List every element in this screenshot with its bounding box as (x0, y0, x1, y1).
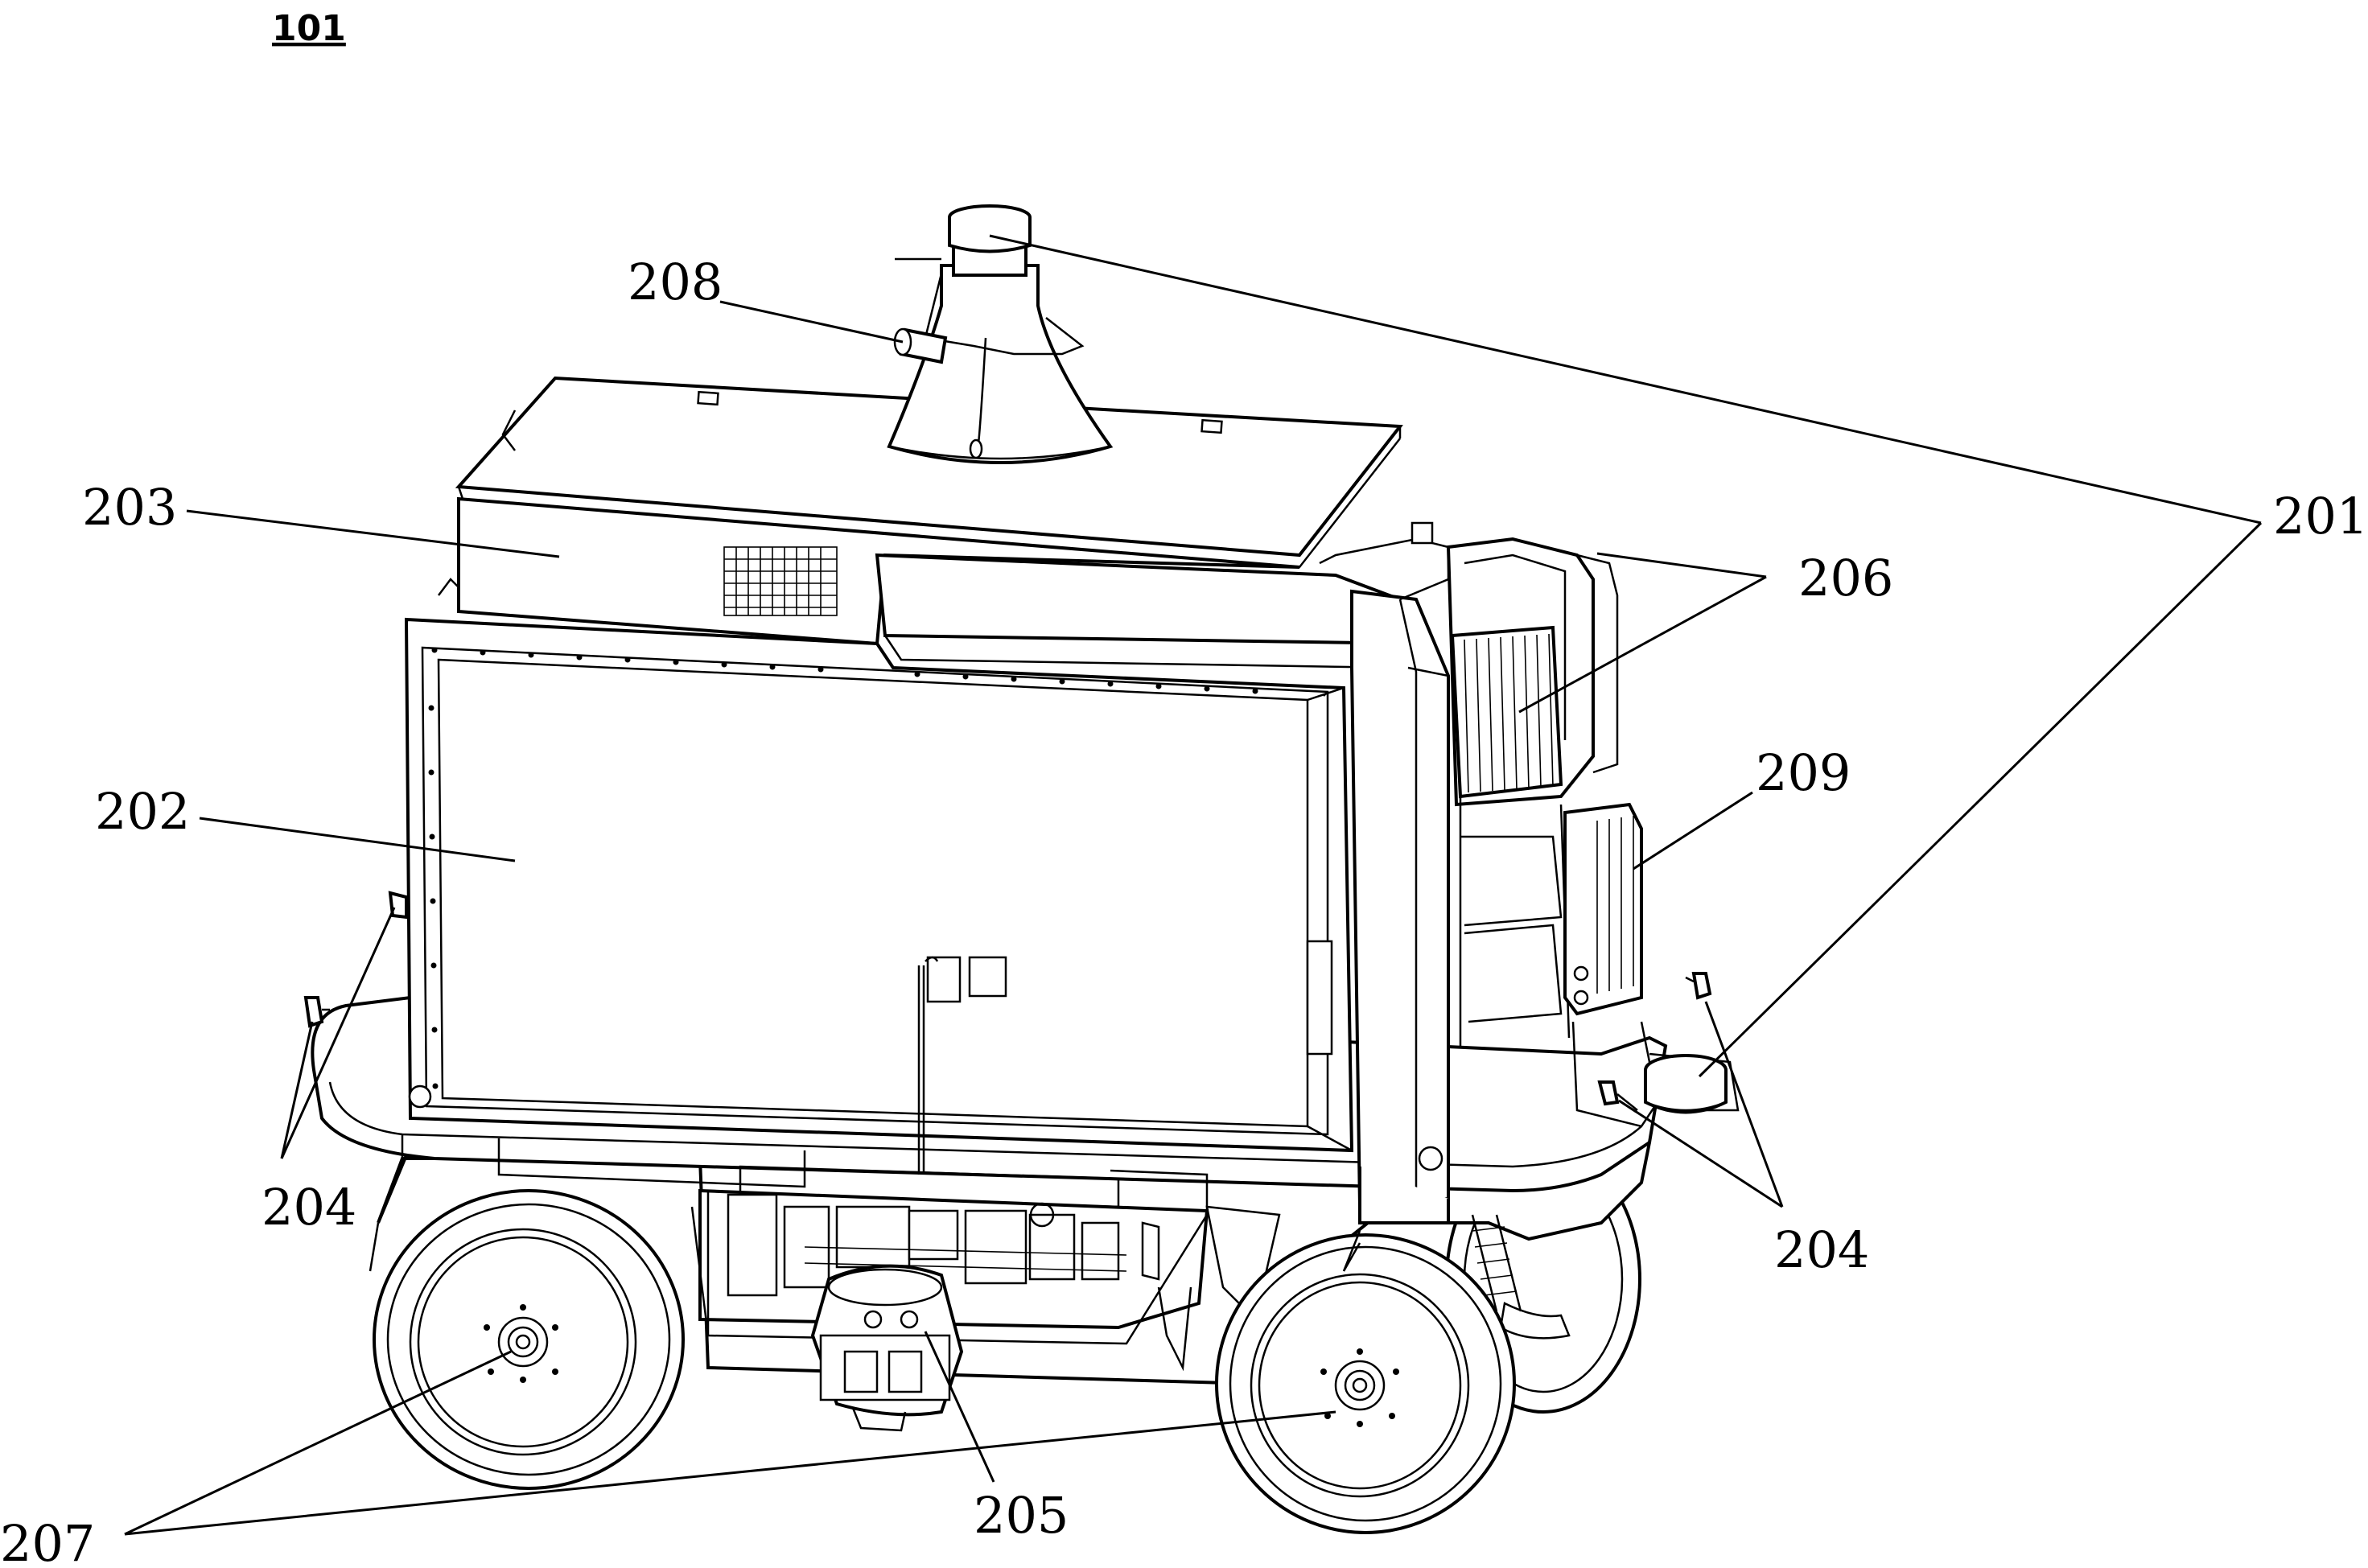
label-204-left: 204 (262, 1178, 356, 1237)
label-206: 206 (1798, 549, 1893, 607)
label-207: 207 (0, 1514, 95, 1568)
main-body (406, 378, 1400, 1175)
label-201: 201 (2273, 487, 2368, 545)
top-speaker (889, 206, 1110, 463)
drive-motor (813, 1266, 962, 1430)
front-left-wheel (374, 1191, 683, 1488)
label-202: 202 (95, 782, 190, 841)
label-204-right: 204 (1774, 1220, 1869, 1279)
label-203: 203 (82, 478, 177, 537)
label-208: 208 (628, 253, 723, 311)
front-right-wheel (1217, 1235, 1514, 1533)
right-side-modules (1448, 539, 1726, 1126)
label-205: 205 (974, 1486, 1069, 1545)
label-209: 209 (1756, 743, 1851, 802)
figure-title: 101 (272, 8, 346, 49)
